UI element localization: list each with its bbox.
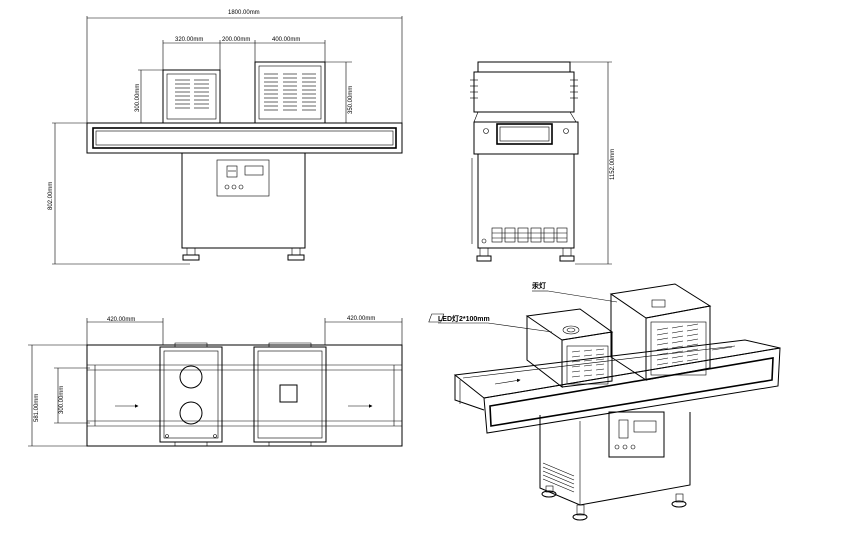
label-led-lamp: LED灯2*100mm	[438, 314, 490, 323]
iso-view: 汞灯 LED灯2*100mm	[428, 281, 781, 521]
label-mercury-lamp: 汞灯	[531, 281, 546, 290]
dim-left-extension: 420.00mm	[107, 317, 135, 323]
dim-total-height: 1152.00mm	[610, 149, 616, 180]
dim-machine-height: 802.00mm	[48, 182, 54, 210]
dim-lamp1-width: 320.00mm	[175, 37, 203, 43]
side-view: 1152.00mm	[470, 61, 616, 265]
vent-slots	[175, 79, 209, 109]
dim-belt-width: 300.00mm	[59, 386, 65, 414]
front-view: 1800.00mm 320.00mm 200.00mm 400.00mm 300…	[48, 10, 403, 265]
dim-overall-depth: 581.00mm	[34, 394, 40, 422]
dim-lamp2-width: 400.00mm	[272, 37, 300, 43]
top-view: 420.00mm 420.00mm 581.00mm 300.00mm	[28, 316, 403, 447]
foot	[182, 254, 200, 261]
dim-gap-width: 200.00mm	[222, 37, 250, 43]
dim-lamp2-height: 350.00mm	[348, 86, 354, 114]
dim-right-extension: 420.00mm	[347, 316, 375, 322]
dim-lamp1-height: 300.00mm	[135, 84, 141, 112]
dim-overall-width: 1800.00mm	[228, 10, 260, 16]
